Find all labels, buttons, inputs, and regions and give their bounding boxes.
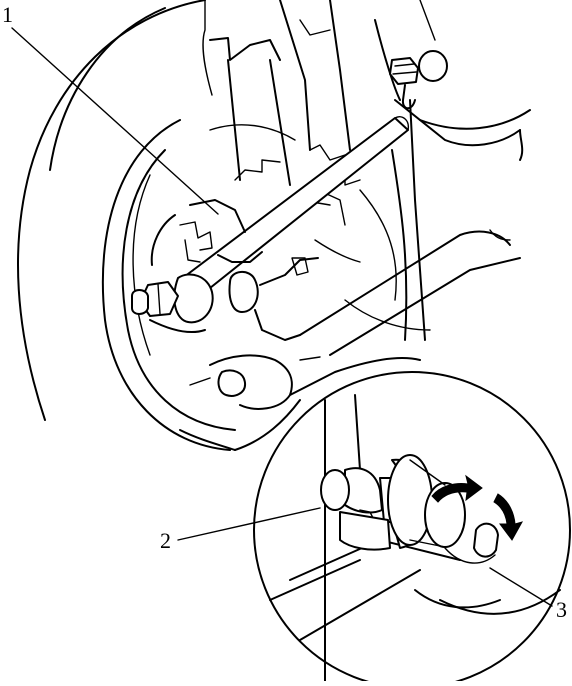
- callout-3-label: 3: [556, 597, 567, 622]
- strut-assembly: [209, 0, 531, 226]
- tire: [17, 0, 213, 421]
- brake-disc: [101, 119, 301, 451]
- callout-1-label: 1: [2, 2, 13, 27]
- upper-bolts: [389, 50, 448, 110]
- callout-3: 3: [489, 567, 567, 622]
- tie-rod-end: [131, 273, 214, 324]
- callout-2-label: 2: [160, 528, 171, 553]
- callout-2: 2: [160, 507, 321, 553]
- hose-lines: [314, 99, 431, 341]
- detail-circle: [253, 371, 571, 686]
- rotation-arrows: [431, 474, 524, 541]
- callout-1: 1: [2, 2, 219, 215]
- knuckle: [149, 199, 319, 341]
- lower-arm: [179, 0, 521, 451]
